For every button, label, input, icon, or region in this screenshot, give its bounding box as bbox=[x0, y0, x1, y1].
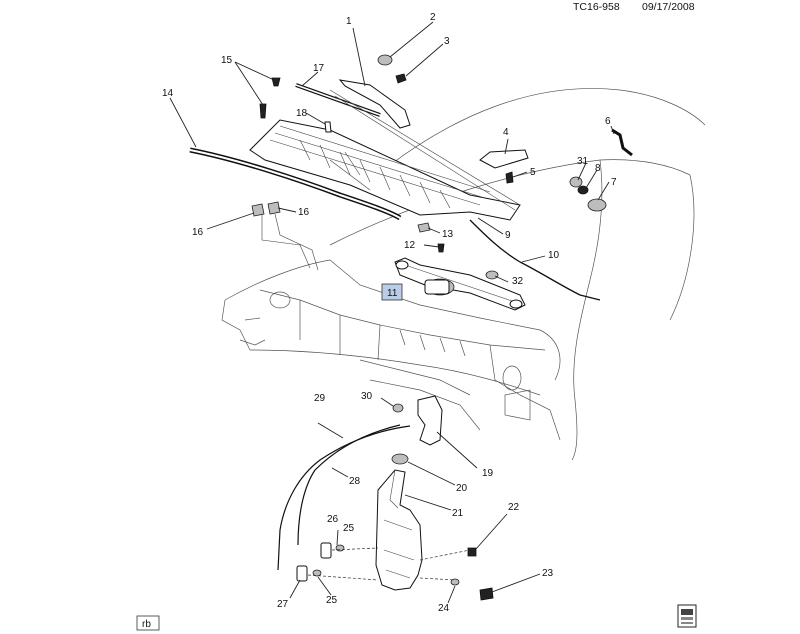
pump-mount-line bbox=[307, 547, 379, 581]
pump-grommet-25b bbox=[312, 569, 322, 577]
callout-13: 13 bbox=[442, 229, 454, 240]
washer-hose-28 bbox=[277, 425, 411, 571]
callout-16b: 16 bbox=[298, 207, 310, 218]
washer-hose-fitting bbox=[611, 128, 633, 157]
callout-32: 32 bbox=[512, 276, 524, 287]
grommet-32 bbox=[485, 270, 499, 280]
callout-15: 15 bbox=[221, 55, 233, 66]
wiper-arm-nut-cap bbox=[377, 54, 393, 66]
callout-2: 2 bbox=[430, 12, 436, 23]
cowl-vent-bracket bbox=[479, 149, 529, 169]
diagram-date: 09/17/2008 bbox=[642, 1, 695, 13]
grommet-31 bbox=[569, 176, 583, 188]
grommet-30 bbox=[392, 403, 404, 413]
reservoir-grommet-24 bbox=[450, 578, 460, 586]
cowl-weatherstrip-inner bbox=[189, 149, 401, 219]
footer-badge-box bbox=[136, 615, 160, 631]
grommet-7 bbox=[587, 198, 607, 212]
callout-4: 4 bbox=[503, 127, 509, 138]
wiper-pivot-pin bbox=[324, 121, 332, 133]
callout-labels: 1 2 3 4 5 6 7 8 9 10 12 13 14 15 16 16 1… bbox=[162, 12, 617, 614]
callout-5: 5 bbox=[530, 167, 536, 178]
weatherstrip-clip bbox=[251, 203, 265, 217]
callout-20: 20 bbox=[456, 483, 468, 494]
callout-16a: 16 bbox=[192, 227, 204, 238]
washer-hose-29 bbox=[297, 424, 401, 546]
callout-25a: 25 bbox=[343, 523, 355, 534]
assembly-leader bbox=[261, 213, 319, 271]
callout-25b: 25 bbox=[326, 595, 338, 606]
callout-18: 18 bbox=[296, 108, 308, 119]
callout-27: 27 bbox=[277, 599, 289, 610]
reservoir-nut-22 bbox=[467, 547, 477, 557]
callout-6: 6 bbox=[605, 116, 611, 127]
weatherstrip-clip bbox=[267, 201, 281, 215]
reservoir-fill-cap bbox=[391, 453, 409, 465]
tank-mount-line bbox=[419, 549, 471, 581]
callout-3: 3 bbox=[444, 36, 450, 47]
callout-9: 9 bbox=[505, 230, 511, 241]
washer-hose bbox=[469, 219, 601, 301]
callout-12: 12 bbox=[404, 240, 416, 251]
callout-14: 14 bbox=[162, 88, 174, 99]
callout-28: 28 bbox=[349, 476, 361, 487]
callout-29: 29 bbox=[314, 393, 326, 404]
callout-11: 11 bbox=[387, 288, 398, 299]
wiper-blade-and-arm bbox=[295, 79, 521, 211]
fastener-clip bbox=[505, 171, 514, 184]
wiper-motor-bolt bbox=[437, 243, 445, 253]
callout-24: 24 bbox=[438, 603, 450, 614]
callout-1: 1 bbox=[346, 16, 352, 27]
air-inlet-grille-panel bbox=[249, 119, 521, 221]
diagram-id: TC16-958 bbox=[573, 1, 620, 13]
wiper-arm-nut bbox=[395, 73, 407, 84]
washer-fluid-reservoir bbox=[375, 469, 423, 591]
callout-19: 19 bbox=[482, 468, 494, 479]
wiper-motor-linkage-module bbox=[394, 257, 526, 311]
callout-22: 22 bbox=[508, 502, 520, 513]
vehicle-icon bbox=[677, 604, 697, 628]
callout-26: 26 bbox=[327, 514, 339, 525]
callout-21: 21 bbox=[452, 508, 464, 519]
washer-pump-27 bbox=[296, 565, 308, 582]
footer-badge: rb bbox=[142, 619, 151, 630]
washer-pump-26 bbox=[320, 542, 332, 559]
callout-17: 17 bbox=[313, 63, 325, 74]
callout-leader-lines bbox=[169, 21, 615, 604]
callout-30: 30 bbox=[361, 391, 373, 402]
highlighted-part-box bbox=[381, 283, 403, 301]
callout-10: 10 bbox=[548, 250, 560, 261]
callout-7: 7 bbox=[611, 177, 617, 188]
cowl-bolt bbox=[259, 103, 267, 119]
reservoir-neck-bracket bbox=[417, 395, 443, 446]
reservoir-bolt-23 bbox=[479, 587, 494, 601]
callout-8: 8 bbox=[595, 163, 601, 174]
harness-clip bbox=[417, 222, 431, 233]
grommet-8 bbox=[577, 185, 589, 195]
callout-31: 31 bbox=[577, 156, 589, 167]
callout-23: 23 bbox=[542, 568, 554, 579]
